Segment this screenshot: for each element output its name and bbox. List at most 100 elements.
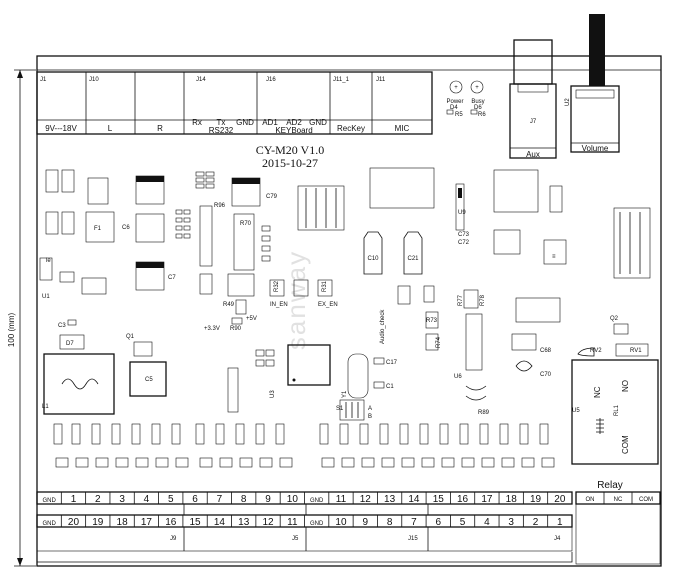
header-top-pin: 3 [119, 494, 125, 505]
u3-label: U3 [270, 390, 276, 398]
board-outline [36, 55, 662, 567]
watermark: sanway [281, 250, 311, 350]
header-ref-j4: J4 [554, 536, 561, 542]
header-ref-j5: J5 [292, 536, 299, 542]
header-top-pin: 11 [336, 494, 347, 505]
board-date: 2015-10-27 [262, 156, 318, 170]
header-top-pin: 20 [554, 494, 566, 505]
header-top-pin: 4 [144, 494, 150, 505]
header-bottom-pin: GND [310, 521, 324, 527]
u5-label: U5 [572, 408, 580, 414]
header-bottom-pin: 13 [238, 517, 250, 528]
header-bottom-pin: 19 [92, 517, 104, 528]
header-top-pin: 8 [241, 494, 247, 505]
c7-label: C7 [168, 275, 176, 281]
led-resistor-row [53, 423, 555, 468]
d6-label: D6 [474, 105, 482, 111]
connector-ref-j16: J16 [266, 77, 276, 83]
connector-pin-ad2: AD2 [286, 118, 302, 127]
board-model: CY-M20 V1.0 [256, 143, 324, 157]
u2-label: U2 [565, 98, 571, 106]
u6-label: U6 [454, 374, 462, 380]
c1-label: C1 [386, 384, 394, 390]
audio-check: Audio_check R73 R74 R77 R78 U6 R89 [380, 285, 490, 416]
smd-clusters: R96 R70 U9 C73 C72 ≡ [175, 167, 651, 297]
header-top-pin: 19 [530, 494, 542, 505]
header-bottom-pin: 4 [484, 517, 490, 528]
header-ref-j9: J9 [170, 536, 177, 542]
relay-title: Relay [597, 480, 623, 491]
q2-label: Q2 [610, 316, 619, 322]
header-top-pin: 12 [360, 494, 372, 505]
header-bottom-pin: 3 [508, 517, 514, 528]
header-top-pin: 18 [506, 494, 518, 505]
c21-label: C21 [407, 256, 419, 262]
r6-label: R6 [478, 112, 486, 118]
header-top-pin: 6 [192, 494, 198, 505]
header-top-pin: 17 [481, 494, 493, 505]
plus5v-label: +5V [246, 316, 257, 322]
rv2-label: RV2 [590, 348, 602, 354]
c5-label: C5 [145, 377, 153, 383]
connector-ref-j11-1: J11_1 [333, 77, 350, 83]
dimension-line: 100 (mm) [7, 69, 36, 567]
s1-label: S1 [336, 406, 344, 412]
main-ic-area: U3 Y1 C17 C1 A B S1 [227, 344, 398, 421]
r74-label: R74 [436, 336, 442, 348]
status-leds: + + Power Busy R5 R6 D4 D6 [446, 80, 486, 118]
header-bottom-pin: 15 [190, 517, 202, 528]
r70-label: R70 [240, 221, 252, 227]
header-top-pin: 5 [168, 494, 174, 505]
header-bottom-pin: 8 [387, 517, 393, 528]
relay-terminal-com: COM [639, 497, 653, 503]
a-label: A [368, 406, 372, 412]
relay-com-label: COM [621, 435, 630, 454]
r77-label: R77 [458, 294, 464, 306]
c79-label: C79 [266, 194, 278, 200]
connector-ref-j14: J14 [196, 77, 206, 83]
q1-label: Q1 [126, 334, 135, 340]
dimension-label: 100 (mm) [7, 313, 16, 348]
header-ref-j15: J15 [408, 536, 418, 542]
svg-text:le: le [46, 258, 51, 264]
led-power-label: Power [446, 99, 463, 105]
l1-label: L1 [42, 404, 49, 410]
c68-label: C68 [540, 348, 552, 354]
header-bottom-pin: 11 [287, 517, 298, 528]
svg-text:+: + [454, 85, 458, 91]
c10-label: C10 [367, 256, 379, 262]
header-bottom-pin: 9 [363, 517, 369, 528]
header-bottom-pin: 7 [411, 517, 417, 528]
header-bottom-pin: 5 [460, 517, 466, 528]
y1-label: Y1 [342, 390, 348, 398]
electrolytic-caps: C6 C7 C79 [122, 175, 278, 291]
d4-label: D4 [450, 105, 458, 111]
r32-label: R32 [274, 280, 280, 292]
c3-label: C3 [58, 323, 66, 329]
header-top-pin: 15 [433, 494, 445, 505]
volume-label: Volume [582, 144, 609, 153]
header-bottom-pin: GND [42, 521, 56, 527]
c73-label: C73 [458, 232, 470, 238]
header-top-pin: 14 [408, 494, 420, 505]
header-top-pin: GND [310, 498, 324, 504]
header-bottom-pin: 6 [435, 517, 441, 528]
header-top-pin: 1 [71, 494, 77, 505]
header-top-pin: 2 [95, 494, 101, 505]
d7-label: D7 [66, 341, 74, 347]
connector-ref-j1: J1 [40, 77, 47, 83]
header-top-pin: 9 [265, 494, 271, 505]
audio-check-label: Audio_check [380, 309, 386, 344]
b-label: B [368, 414, 372, 420]
c17-label: C17 [386, 360, 398, 366]
connector-pin-gnd2: GND [309, 118, 327, 127]
relay-nc-label: NC [593, 386, 602, 398]
connector-label-keyboard: KEYBoard [275, 126, 312, 135]
power-section: F1 le U1 C3 D7 L1 Q1 C5 [39, 169, 167, 415]
r78-label: R78 [480, 294, 486, 306]
r96-label: R96 [214, 203, 226, 209]
r5-label: R5 [455, 112, 463, 118]
